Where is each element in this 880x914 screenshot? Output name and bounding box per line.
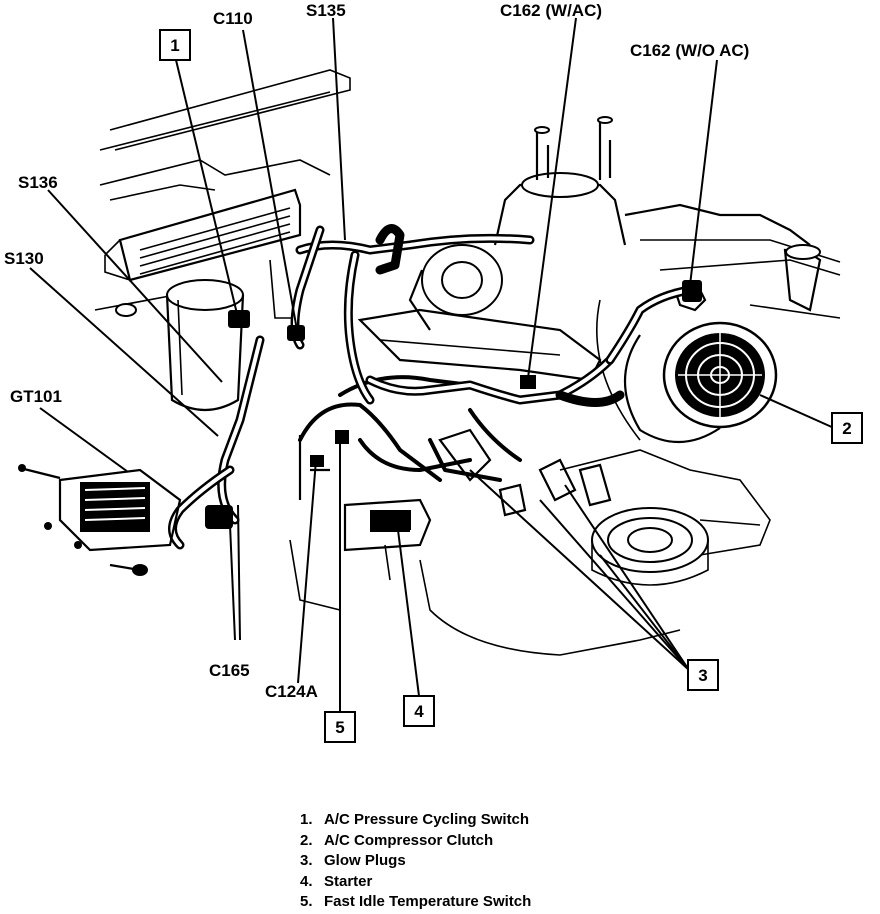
engine-illustration [18, 69, 841, 656]
callout-3-number: 3 [698, 666, 707, 685]
callout-4: 4 [403, 695, 435, 727]
legend-item-number: 5. [300, 893, 313, 910]
label-c162-wac: C162 (W/AC) [500, 1, 602, 20]
callout-2: 2 [831, 412, 863, 444]
label-c124a: C124A [265, 682, 318, 701]
legend-item-text: A/C Compressor Clutch [324, 831, 494, 849]
label-c165: C165 [209, 661, 250, 680]
legend-item-number: 1. [300, 811, 313, 828]
label-s136: S136 [18, 173, 58, 192]
legend-item-number: 2. [300, 831, 313, 849]
callout-2-number: 2 [842, 419, 851, 438]
callout-5: 5 [324, 711, 356, 743]
legend: 1. A/C Pressure Cycling Switch 2. A/C Comp… [300, 810, 620, 913]
callout-1: 1 [159, 29, 191, 61]
legend-item: 1. A/C Pressure Cycling Switch [300, 810, 620, 831]
legend-item-text: Starter [324, 872, 373, 890]
label-c162-woac: C162 (W/O AC) [630, 41, 749, 60]
label-s130: S130 [4, 249, 44, 268]
label-gt101: GT101 [10, 387, 62, 406]
legend-item: 5. Fast Idle Temperature Switch [300, 892, 620, 913]
label-c110: C110 [213, 9, 253, 28]
legend-item-number: 4. [300, 872, 313, 890]
legend-item: 2. A/C Compressor Clutch [300, 831, 620, 852]
legend-item-text: A/C Pressure Cycling Switch [324, 811, 530, 828]
legend-item-text: Fast Idle Temperature Switch [324, 893, 532, 910]
callout-1-number: 1 [170, 36, 179, 55]
legend-item: 3. Glow Plugs [300, 851, 620, 872]
legend-item: 4. Starter [300, 872, 620, 893]
callout-3: 3 [687, 659, 719, 691]
callout-4-number: 4 [414, 702, 424, 721]
label-s135: S135 [306, 1, 346, 20]
callout-5-number: 5 [335, 718, 344, 737]
legend-item-text: Glow Plugs [324, 852, 406, 869]
leader-lines [29, 17, 835, 714]
legend-item-number: 3. [300, 852, 313, 869]
